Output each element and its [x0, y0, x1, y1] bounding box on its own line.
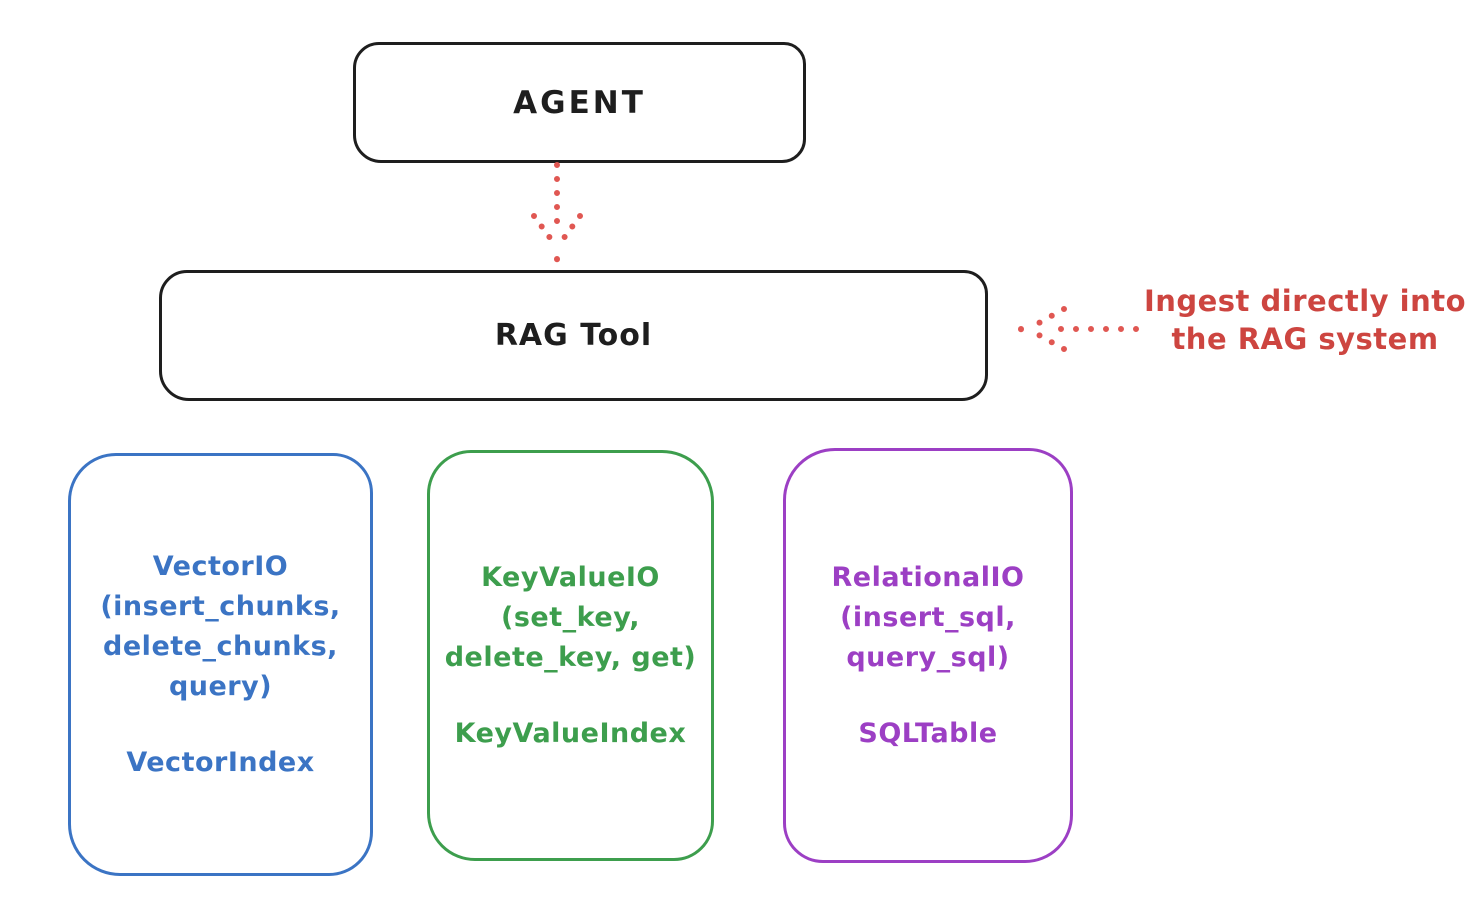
store-line: delete_chunks,	[103, 630, 338, 662]
keyvalue-io-node: KeyValueIO (set_key, delete_key, get) Ke…	[427, 450, 714, 861]
keyvalue-io-text: KeyValueIO (set_key, delete_key, get) Ke…	[445, 558, 697, 754]
vector-io-text: VectorIO (insert_chunks, delete_chunks, …	[100, 547, 340, 783]
rag-tool-label: RAG Tool	[494, 318, 653, 353]
rag-tool-node: RAG Tool	[159, 270, 988, 401]
store-line: (insert_chunks,	[100, 590, 341, 622]
store-line: query)	[168, 670, 273, 702]
store-line: RelationalIO	[831, 561, 1025, 593]
store-line: KeyValueIO	[481, 561, 660, 593]
sql-table-label: SQLTable	[858, 717, 998, 749]
dotted-arrow-down-icon	[531, 162, 583, 263]
store-line: (insert_sql,	[840, 601, 1016, 633]
annotation-line-2: the RAG system	[1171, 322, 1439, 356]
relational-io-text: RelationalIO (insert_sql, query_sql) SQL…	[832, 558, 1025, 754]
relational-io-node: RelationalIO (insert_sql, query_sql) SQL…	[783, 448, 1073, 863]
store-line: (set_key,	[501, 601, 640, 633]
store-line: VectorIO	[152, 550, 289, 582]
store-line: query_sql)	[846, 641, 1010, 673]
vector-io-node: VectorIO (insert_chunks, delete_chunks, …	[68, 453, 373, 876]
vector-index-label: VectorIndex	[126, 746, 315, 778]
agent-node: AGENT	[353, 42, 806, 163]
store-line: delete_key, get)	[444, 641, 697, 673]
annotation-text: Ingest directly into the RAG system	[1140, 282, 1470, 358]
annotation-line-1: Ingest directly into	[1143, 284, 1467, 318]
agent-label: AGENT	[513, 84, 646, 121]
keyvalue-index-label: KeyValueIndex	[454, 717, 687, 749]
dotted-arrow-left-icon	[1018, 306, 1139, 352]
